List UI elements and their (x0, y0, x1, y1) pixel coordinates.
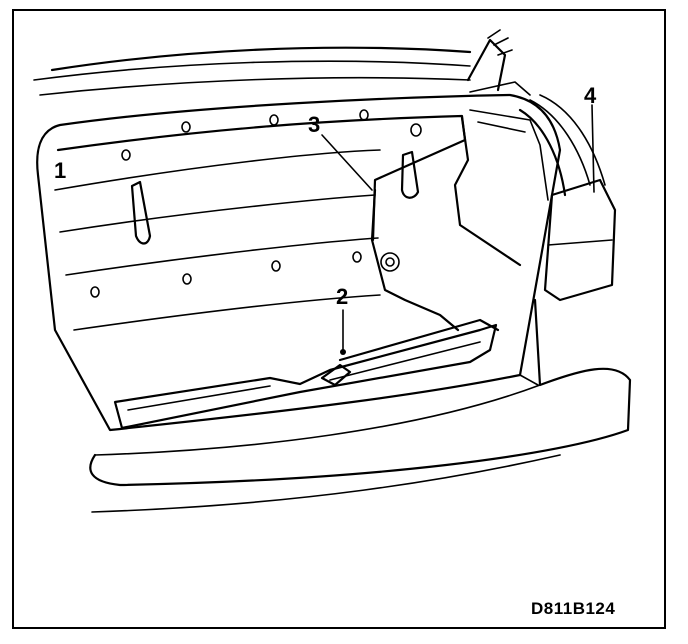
trunk-opening (36, 93, 562, 432)
callout-4: 4 (584, 83, 597, 108)
side-trim-panel (370, 109, 549, 332)
hook-left (130, 180, 152, 245)
leader-4 (591, 104, 595, 193)
sill-plate (113, 318, 500, 430)
trunk-lid-edge (33, 46, 472, 96)
figure-code: D811B124 (531, 599, 615, 618)
leader-lines (321, 104, 595, 355)
diagram-frame (12, 9, 666, 629)
callout-2: 2 (336, 284, 348, 309)
tail-light (518, 94, 617, 302)
lid-hinge (466, 29, 531, 96)
callout-1: 1 (54, 158, 66, 183)
rear-bumper (89, 298, 632, 513)
callout-3: 3 (308, 112, 320, 137)
hook-right (400, 150, 420, 199)
leader-3 (321, 134, 373, 191)
panel-holes (90, 109, 422, 298)
leader-2-dot (340, 349, 346, 355)
back-panel (54, 114, 467, 331)
